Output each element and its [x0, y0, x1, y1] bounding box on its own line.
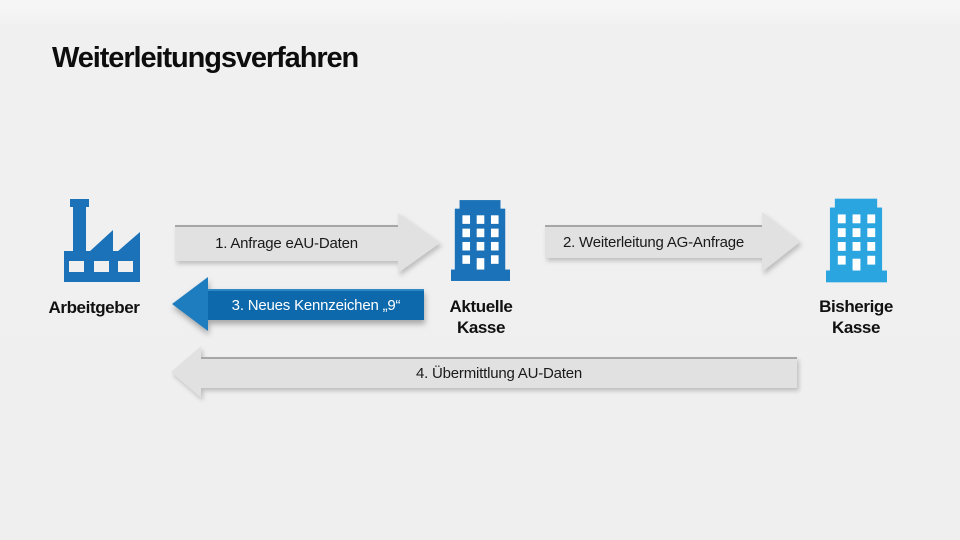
- page-title: Weiterleitungsverfahren: [52, 42, 359, 74]
- factory-icon: [64, 199, 140, 282]
- arrow-step-3: 3. Neues Kennzeichen „9“: [172, 277, 424, 331]
- arrow-step-3-label: 3. Neues Kennzeichen „9“: [208, 288, 424, 320]
- arrow-step-4-label: 4. Übermittlung AU-Daten: [201, 356, 797, 388]
- arrow-step-1: 1. Anfrage eAU-Daten: [175, 212, 440, 273]
- node-label-line: Kasse: [831, 318, 881, 337]
- arrow-step-2: 2. Weiterleitung AG-Anfrage: [545, 211, 800, 272]
- node-label-aktuelle-kasse: Aktuelle Kasse: [406, 296, 556, 338]
- node-label-bisherige-kasse: Bisherige Kasse: [781, 296, 931, 338]
- arrowhead-right-icon: [762, 211, 800, 272]
- node-label-line: Kasse: [456, 318, 506, 337]
- node-label-line: Aktuelle: [449, 297, 513, 316]
- node-label-line: Bisherige: [819, 297, 893, 316]
- arrowhead-left-icon: [172, 277, 208, 331]
- building-icon: [826, 198, 887, 283]
- arrow-step-4: 4. Übermittlung AU-Daten: [171, 346, 797, 398]
- building-icon: [451, 200, 510, 281]
- arrowhead-right-icon: [398, 212, 440, 273]
- arrow-step-1-label: 1. Anfrage eAU-Daten: [175, 224, 398, 261]
- arrowhead-left-icon: [171, 346, 201, 398]
- arrow-step-2-label: 2. Weiterleitung AG-Anfrage: [545, 225, 762, 258]
- node-label-arbeitgeber: Arbeitgeber: [48, 298, 140, 317]
